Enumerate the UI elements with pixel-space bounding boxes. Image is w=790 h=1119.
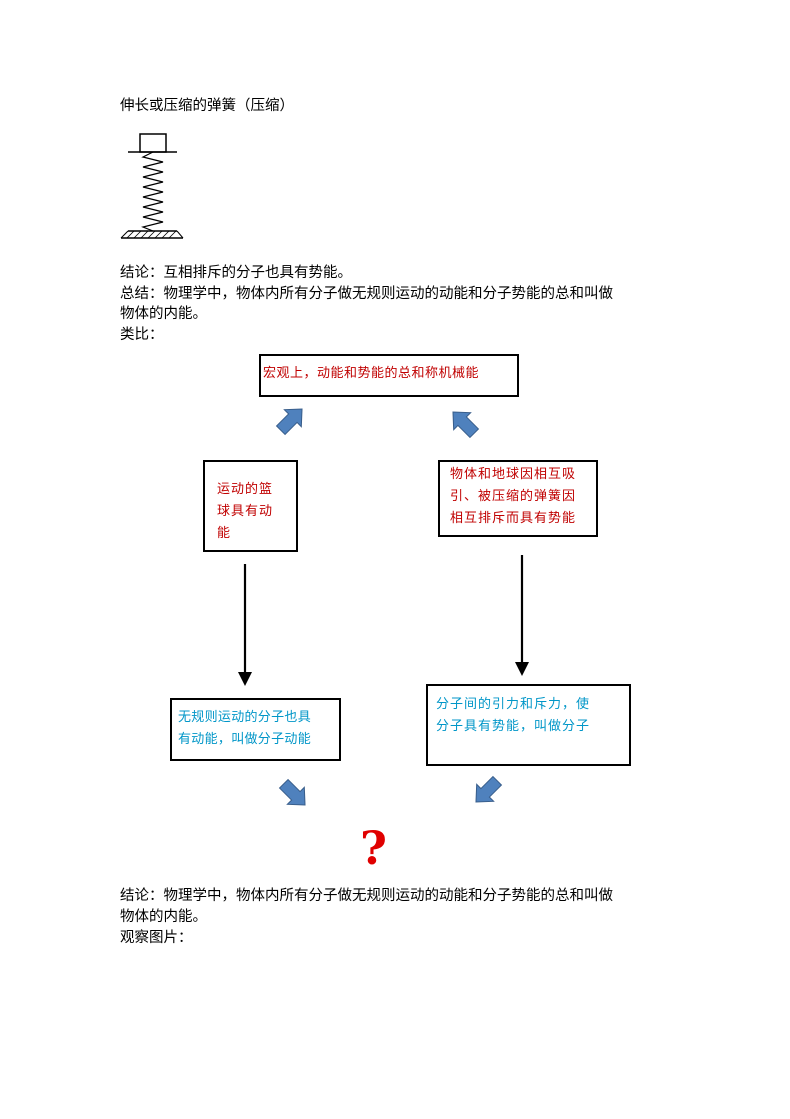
heading-spring: 伸长或压缩的弹簧（压缩） (120, 98, 294, 114)
arrow-down-left-icon (475, 775, 503, 803)
arrow-down-right-icon (278, 778, 306, 806)
bottom-right-line-2: 分子具有势能，叫做分子 (436, 719, 591, 734)
top-box-text: 宏观上，动能和势能的总和称机械能 (263, 366, 480, 381)
bottom-right-line-1: 分子间的引力和斥力，使 (436, 697, 591, 712)
bottom-left-box-kinetic: 无规则运动的分子也具 有动能，叫做分子动能 (170, 698, 341, 761)
left-box-line-1: 运动的篮 (217, 482, 274, 497)
left-box-line-3: 能 (217, 526, 232, 541)
top-box-mechanical-energy: 宏观上，动能和势能的总和称机械能 (259, 354, 519, 397)
conclusion2-line-2: 物体的内能。 (120, 909, 207, 925)
bottom-right-box-potential: 分子间的引力和斥力，使 分子具有势能，叫做分子 (426, 684, 631, 766)
left-box-line-2: 球具有动 (217, 504, 274, 519)
right-box-line-2: 引、被压缩的弹簧因 (450, 489, 577, 504)
conclusion2-line-1: 结论：物理学中，物体内所有分子做无规则运动的动能和分子势能的总和叫做 (120, 888, 613, 904)
analogy-label: 类比： (120, 327, 164, 343)
spring-icon (120, 133, 184, 239)
right-box-line-1: 物体和地球因相互吸 (450, 467, 577, 482)
arrow-up-right-icon (275, 408, 303, 436)
arrow-up-left-icon (452, 411, 480, 439)
summary-line-1: 总结：物理学中，物体内所有分子做无规则运动的动能和分子势能的总和叫做 (120, 286, 613, 302)
arrow-down-left-column-icon (238, 564, 252, 686)
right-box-potential-energy: 物体和地球因相互吸 引、被压缩的弹簧因 相互排斥而具有势能 (438, 460, 598, 537)
left-box-basketball: 运动的篮 球具有动 能 (203, 460, 298, 552)
conclusion-repulsion: 结论：互相排斥的分子也具有势能。 (120, 265, 352, 281)
summary-line-2: 物体的内能。 (120, 306, 207, 322)
question-mark: ? (360, 821, 387, 875)
bottom-left-line-1: 无规则运动的分子也具 (178, 710, 312, 725)
bottom-left-line-2: 有动能，叫做分子动能 (178, 732, 312, 747)
observe-label: 观察图片： (120, 930, 193, 946)
right-box-line-3: 相互排斥而具有势能 (450, 511, 577, 526)
arrow-down-right-column-icon (515, 555, 529, 676)
